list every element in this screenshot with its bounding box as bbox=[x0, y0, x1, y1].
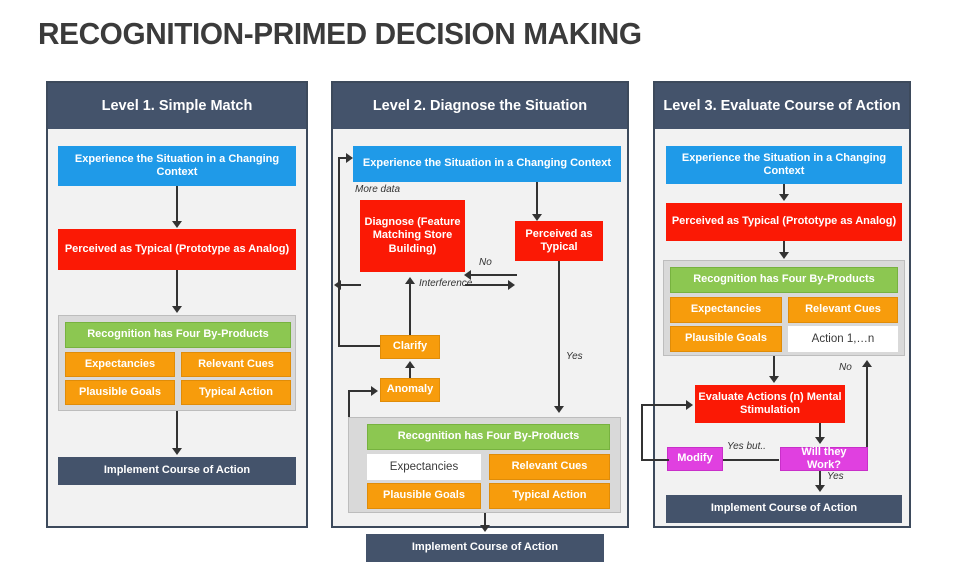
l2-connector-no bbox=[471, 274, 517, 276]
l3-arrow-exp-perceived bbox=[779, 194, 789, 201]
l3-arrow-no-up bbox=[862, 360, 872, 367]
l2-anomaly-node[interactable]: Anomaly bbox=[380, 378, 440, 402]
l1-connector-perceived-byproducts bbox=[176, 270, 178, 309]
l2-arrow-exp-perceived bbox=[532, 214, 542, 221]
panel-level-3-header: Level 3. Evaluate Course of Action bbox=[655, 83, 909, 129]
l3-label-no: No bbox=[839, 362, 852, 373]
l3-perceived-node[interactable]: Perceived as Typical (Prototype as Analo… bbox=[666, 203, 902, 241]
l2-connector-diagnose-perceived bbox=[465, 284, 509, 286]
l2-byproduct-expectancies[interactable]: Expectancies bbox=[367, 454, 481, 480]
l3-connector-modify-to-evaluate bbox=[641, 404, 687, 406]
panel-level-3-body: Experience the Situation in a Changing C… bbox=[641, 129, 909, 526]
l3-connector-yes-implement bbox=[819, 471, 821, 489]
l3-evaluate-node[interactable]: Evaluate Actions (n) Mental Stimulation bbox=[695, 385, 845, 423]
l2-byproduct-plausible-goals[interactable]: Plausible Goals bbox=[367, 483, 481, 509]
l2-connector-expectancies-to-anomaly bbox=[348, 390, 372, 392]
l2-connector-clarify-left bbox=[338, 345, 380, 347]
diagram-canvas: RECOGNITION-PRIMED DECISION MAKING Level… bbox=[38, 16, 911, 562]
l3-arrow-yes-implement bbox=[815, 485, 825, 492]
l2-byproduct-typical-action[interactable]: Typical Action bbox=[489, 483, 610, 509]
panel-level-1: Level 1. Simple Match Experience the Sit… bbox=[46, 81, 308, 528]
l2-connector-anomaly-clarify bbox=[409, 365, 411, 387]
l3-connector-modify-up bbox=[641, 404, 643, 461]
l3-connector-no-up bbox=[866, 365, 868, 447]
l2-label-yes: Yes bbox=[566, 351, 583, 362]
l2-arrow-yes bbox=[554, 406, 564, 413]
l3-arrow-evaluate-will bbox=[815, 437, 825, 444]
l3-byproducts-header: Recognition has Four By-Products bbox=[670, 267, 898, 293]
l2-byproducts-group: Recognition has Four By-Products Expecta… bbox=[348, 417, 621, 513]
l2-arrow-clarify-diagnose bbox=[405, 277, 415, 284]
l2-connector-diagnose-left bbox=[338, 284, 361, 286]
l2-connector-yes bbox=[558, 261, 560, 409]
l2-arrow-byproducts-implement bbox=[480, 525, 490, 532]
l2-arrow-no bbox=[464, 270, 471, 280]
panel-level-3: Level 3. Evaluate Course of Action Exper… bbox=[641, 81, 911, 528]
l1-implement-node[interactable]: Implement Course of Action bbox=[58, 457, 296, 485]
l1-byproduct-expectancies[interactable]: Expectancies bbox=[65, 352, 175, 377]
l1-byproducts-header: Recognition has Four By-Products bbox=[65, 322, 291, 348]
l3-byproduct-expectancies[interactable]: Expectancies bbox=[670, 297, 782, 323]
panel-level-1-body: Experience the Situation in a Changing C… bbox=[48, 129, 306, 526]
l3-arrow-perceived-byproducts bbox=[779, 252, 789, 259]
l1-arrow-byproducts-implement bbox=[172, 448, 182, 455]
l2-byproducts-header: Recognition has Four By-Products bbox=[367, 424, 610, 450]
l3-modify-node[interactable]: Modify bbox=[667, 447, 723, 471]
panel-level-2: Level 2. Diagnose the Situation Experien… bbox=[331, 81, 629, 562]
l1-byproducts-group: Recognition has Four By-Products Expecta… bbox=[58, 315, 296, 411]
l2-arrow-anomaly-clarify bbox=[405, 361, 415, 368]
l2-label-more-data: More data bbox=[355, 184, 401, 195]
l2-arrow-expectancies-to-anomaly bbox=[371, 386, 378, 396]
l3-connector-modify-left bbox=[641, 459, 669, 461]
panel-level-1-header: Level 1. Simple Match bbox=[48, 83, 306, 129]
l1-byproduct-plausible-goals[interactable]: Plausible Goals bbox=[65, 380, 175, 405]
l3-byproduct-plausible-goals[interactable]: Plausible Goals bbox=[670, 326, 782, 352]
l2-diagnose-node[interactable]: Diagnose (Feature Matching Store Buildin… bbox=[360, 200, 465, 272]
l3-will-they-work-node[interactable]: Will they Work? bbox=[780, 446, 868, 471]
l2-connector-byproducts-implement bbox=[484, 513, 486, 529]
l3-label-yes: Yes bbox=[827, 471, 844, 482]
l2-experience-node[interactable]: Experience the Situation in a Changing C… bbox=[353, 146, 621, 182]
l2-arrow-clarify-to-experience bbox=[346, 153, 353, 163]
l3-connector-byproducts-evaluate bbox=[773, 356, 775, 380]
panel-level-2-body: Experience the Situation in a Changing C… bbox=[333, 129, 627, 562]
l2-arrow-diagnose-left bbox=[334, 280, 341, 290]
l1-experience-node[interactable]: Experience the Situation in a Changing C… bbox=[58, 146, 296, 186]
l3-arrow-byproducts-evaluate bbox=[769, 376, 779, 383]
l2-byproduct-relevant-cues[interactable]: Relevant Cues bbox=[489, 454, 610, 480]
l2-clarify-node[interactable]: Clarify bbox=[380, 335, 440, 359]
l2-connector-clarify-to-experience bbox=[338, 157, 347, 159]
l1-byproduct-typical-action[interactable]: Typical Action bbox=[181, 380, 291, 405]
l3-connector-yes-but bbox=[723, 459, 779, 461]
l3-experience-node[interactable]: Experience the Situation in a Changing C… bbox=[666, 146, 902, 184]
l2-connector-clarify-up bbox=[338, 157, 340, 347]
l3-arrow-modify-to-evaluate bbox=[686, 400, 693, 410]
l3-label-yes-but: Yes but.. bbox=[727, 441, 766, 452]
l2-implement-node[interactable]: Implement Course of Action bbox=[366, 534, 604, 562]
l1-arrow-exp-perceived bbox=[172, 221, 182, 228]
l1-arrow-perceived-byproducts bbox=[172, 306, 182, 313]
l2-connector-clarify-diagnose bbox=[409, 281, 411, 337]
l2-label-no: No bbox=[479, 257, 492, 268]
l3-byproduct-action-n[interactable]: Action 1,…n bbox=[788, 326, 898, 352]
l3-connector-evaluate-will bbox=[819, 423, 821, 441]
l2-label-interference: Interference bbox=[419, 278, 473, 289]
l2-perceived-node[interactable]: Perceived as Typical bbox=[515, 221, 603, 261]
l3-implement-node[interactable]: Implement Course of Action bbox=[666, 495, 902, 523]
l2-arrow-diagnose-perceived bbox=[508, 280, 515, 290]
l1-connector-byproducts-implement bbox=[176, 411, 178, 451]
l3-byproducts-group: Recognition has Four By-Products Expecta… bbox=[663, 260, 905, 356]
l3-byproduct-relevant-cues[interactable]: Relevant Cues bbox=[788, 297, 898, 323]
page-title: RECOGNITION-PRIMED DECISION MAKING bbox=[38, 16, 642, 51]
l1-byproduct-relevant-cues[interactable]: Relevant Cues bbox=[181, 352, 291, 377]
l1-connector-exp-perceived bbox=[176, 186, 178, 224]
l2-connector-exp-perceived bbox=[536, 182, 538, 217]
panel-level-2-header: Level 2. Diagnose the Situation bbox=[333, 83, 627, 129]
l1-perceived-node[interactable]: Perceived as Typical (Prototype as Analo… bbox=[58, 229, 296, 270]
l3-connector-perceived-byproducts bbox=[783, 241, 785, 256]
l3-connector-exp-perceived bbox=[783, 184, 785, 198]
